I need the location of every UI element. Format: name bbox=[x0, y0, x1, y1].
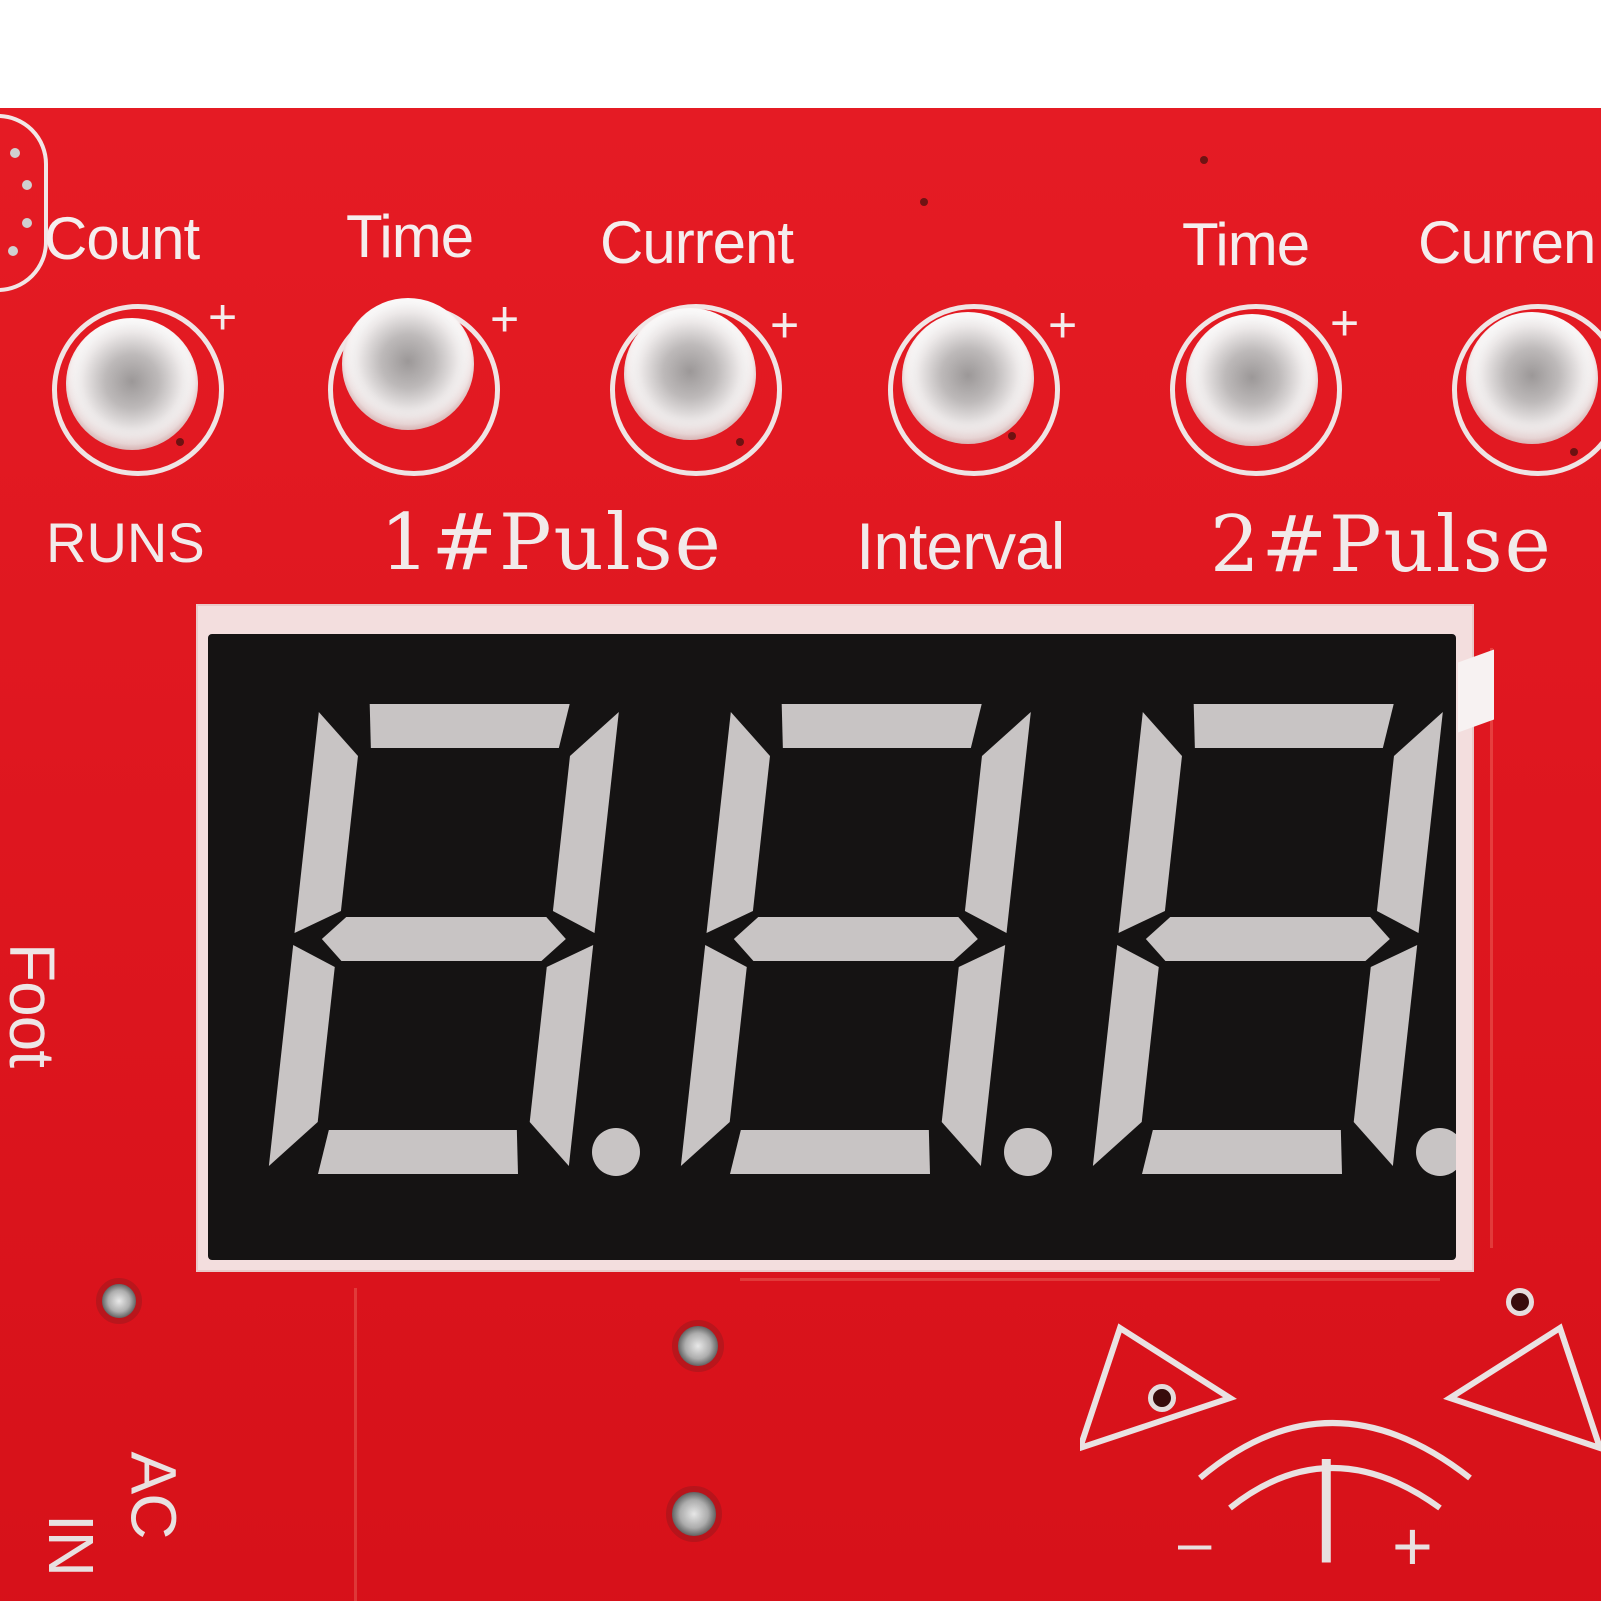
pcb-dot bbox=[1008, 432, 1016, 440]
terminal-pin bbox=[22, 180, 32, 190]
led-ring-runs bbox=[52, 304, 224, 476]
digit-1-segment-a bbox=[369, 704, 570, 748]
led-plus-mark: + bbox=[770, 297, 800, 353]
display-corner-film bbox=[1458, 649, 1494, 733]
label-current-2: Curren bbox=[1418, 209, 1596, 276]
digit-2-segment-f bbox=[706, 712, 770, 933]
led-plus-mark: + bbox=[490, 291, 520, 347]
digit-3-segment-e bbox=[1092, 945, 1159, 1166]
pcb-hole bbox=[1506, 1288, 1534, 1316]
led-ring-interval bbox=[888, 304, 1060, 476]
label-interval: Interval bbox=[856, 509, 1065, 583]
pcb-trace bbox=[1490, 648, 1601, 1248]
label-pulse-1: 1#Pulse bbox=[380, 498, 723, 588]
digit-1-segment-b bbox=[552, 712, 619, 933]
digit-1-segment-g bbox=[321, 917, 566, 961]
led-pulse1-time bbox=[342, 298, 474, 430]
pcb-trace bbox=[740, 1278, 1440, 1341]
knob-tick-mark: | bbox=[1312, 1440, 1341, 1563]
digit-2-segment-a bbox=[781, 704, 982, 748]
terminal-pin bbox=[22, 218, 32, 228]
pcb-dot bbox=[736, 438, 744, 446]
digit-3-segment-c bbox=[1353, 945, 1418, 1166]
led-interval bbox=[902, 312, 1034, 444]
seven-segment-display bbox=[208, 634, 1464, 1260]
terminal-pin bbox=[10, 148, 20, 158]
terminal-pin bbox=[8, 246, 18, 256]
digit-2-segment-c bbox=[941, 945, 1006, 1166]
digit-3-decimal-point bbox=[1416, 1128, 1464, 1176]
led-ring-pulse2-time bbox=[1170, 304, 1342, 476]
label-current-1: Current bbox=[600, 209, 794, 276]
pcb-dot bbox=[176, 438, 184, 446]
pcb-dot bbox=[1570, 448, 1578, 456]
digit-1-segment-c bbox=[529, 945, 594, 1166]
digit-3-segment-d bbox=[1142, 1130, 1342, 1174]
knob-plus-mark: + bbox=[1392, 1507, 1433, 1585]
pcb-dot bbox=[1200, 156, 1208, 164]
led-pulse2-time bbox=[1186, 314, 1318, 446]
led-plus-mark: + bbox=[1330, 295, 1360, 351]
digit-2-segment-b bbox=[964, 712, 1031, 933]
pcb-trace bbox=[354, 1288, 357, 1601]
knob-minus-mark: – bbox=[1178, 1509, 1211, 1576]
digit-1-decimal-point bbox=[592, 1128, 640, 1176]
digit-1-segment-e bbox=[268, 945, 335, 1166]
label-time-2: Time bbox=[1182, 211, 1310, 278]
pcb-hole bbox=[1148, 1384, 1176, 1412]
digit-3-segment-f bbox=[1118, 712, 1182, 933]
digit-2-segment-d bbox=[730, 1130, 930, 1174]
pcb-dot bbox=[920, 198, 928, 206]
led-pulse2-current bbox=[1466, 312, 1598, 444]
led-ring-pulse1-current bbox=[610, 304, 782, 476]
label-runs: RUNS bbox=[46, 511, 205, 574]
digit-3-segment-g bbox=[1145, 917, 1390, 961]
display-digits bbox=[268, 704, 1464, 1176]
digit-2-segment-g bbox=[733, 917, 978, 961]
via bbox=[96, 1278, 142, 1324]
led-pulse1-current bbox=[624, 308, 756, 440]
label-pulse-2: 2#Pulse bbox=[1210, 500, 1553, 590]
digit-1-segment-f bbox=[294, 712, 358, 933]
rotate-arrow-icon bbox=[1080, 1323, 1601, 1511]
digit-3-segment-a bbox=[1193, 704, 1394, 748]
label-time-1: Time bbox=[346, 203, 474, 270]
via bbox=[672, 1320, 724, 1372]
terminal-ring bbox=[0, 114, 48, 292]
led-plus-mark: + bbox=[1048, 297, 1078, 353]
led-plus-mark: + bbox=[208, 289, 238, 345]
digit-3-segment-b bbox=[1376, 712, 1443, 933]
via bbox=[666, 1486, 722, 1542]
digit-2-segment-e bbox=[680, 945, 747, 1166]
digit-2-decimal-point bbox=[1004, 1128, 1052, 1176]
led-ring-pulse2-current bbox=[1452, 304, 1601, 476]
led-runs bbox=[66, 318, 198, 450]
digit-1-segment-d bbox=[318, 1130, 518, 1174]
label-foot: Foot bbox=[0, 942, 69, 1068]
label-count: Count bbox=[44, 205, 200, 272]
